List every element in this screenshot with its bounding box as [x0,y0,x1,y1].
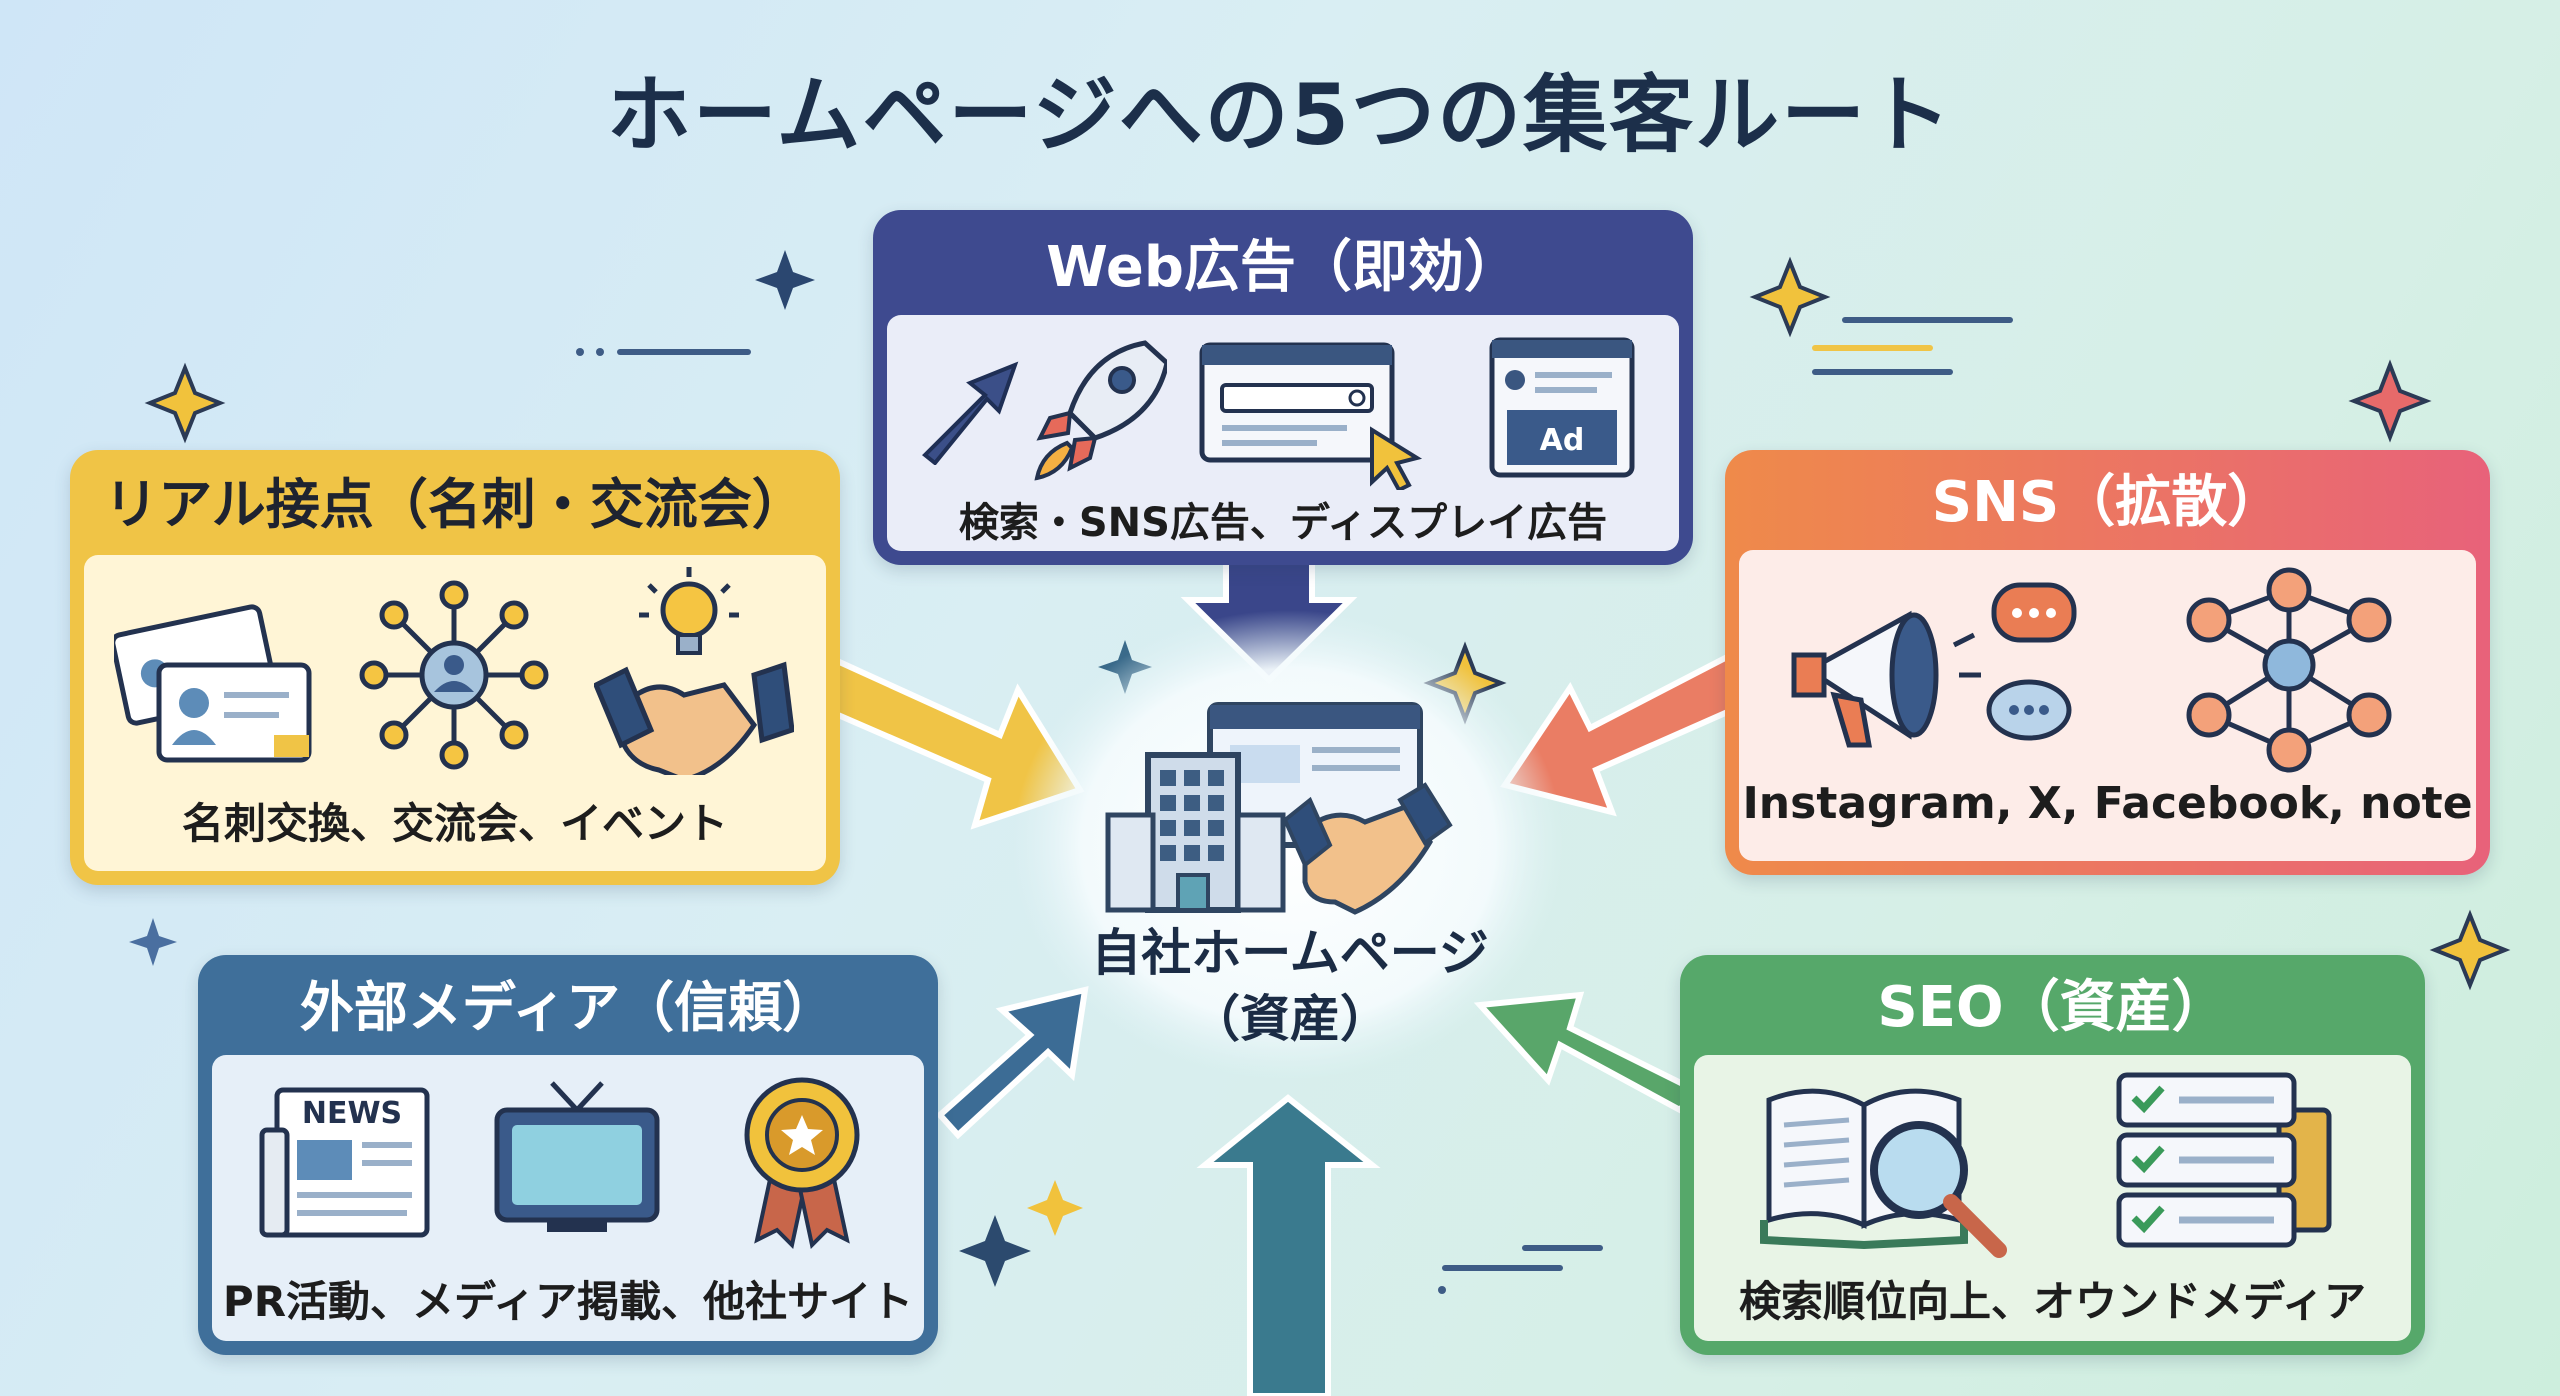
route-caption: 検索・SNS広告、ディスプレイ広告 [958,500,1608,546]
tv-icon [494,1081,660,1232]
route-body: 名刺交換、交流会、イベント [84,555,826,871]
route-body: Instagram, X, Facebook, note [1739,550,2476,861]
route-card-real: リアル接点（名刺・交流会） [70,450,840,885]
business-card-icon [114,604,312,763]
handshake-idea-icon [594,567,794,775]
arrow-seo [1473,991,1700,1114]
route-body: NEWS PR活動、メディア掲載、他社サイト [212,1055,924,1341]
arrow-bottom [1196,1094,1381,1396]
route-card-web-ads: Web広告（即効） Ad 検 [873,210,1693,565]
route-caption: Instagram, X, Facebook, note [1742,778,2473,829]
ad-window-icon: Ad [1489,337,1635,478]
megaphone-icon [1791,582,2077,748]
arrow-media [935,986,1089,1140]
rocket-icon [1034,340,1167,481]
route-caption: 名刺交換、交流会、イベント [181,799,728,848]
route-title: Web広告（即効） [1046,235,1520,300]
social-network-icon [2186,567,2392,773]
route-card-seo: SEO（資産） 検索順位向上、オウンドメディア [1680,955,2425,1355]
book-magnifier-icon [1760,1088,2007,1258]
route-title: SNS（拡散） [1931,470,2284,535]
center-homepage: 自社ホームページ （資産） [1030,920,1550,1052]
center-label: 自社ホームページ [1091,924,1489,982]
network-icon [359,580,549,770]
route-card-media: 外部メディア（信頼） NEWS PR活動、メディア掲載、他社サイト [198,955,938,1355]
ad-text: Ad [1540,423,1585,458]
newspaper-icon: NEWS [259,1087,430,1238]
route-caption: 検索順位向上、オウンドメディア [1738,1277,2367,1326]
search-bar-icon [1199,342,1423,490]
news-text: NEWS [302,1096,402,1131]
center-sublabel: （資産） [1190,990,1390,1048]
route-caption: PR活動、メディア掲載、他社サイト [222,1277,914,1326]
arrow-up-icon [922,361,1019,465]
route-body: Ad 検索・SNS広告、ディスプレイ広告 [887,315,1679,551]
page-title: ホームページへの5つの集客ルート [606,66,1954,164]
homepage-building-icon [1105,702,1453,915]
sparkle-pink-icon [2348,359,2432,443]
sparkle-dark-icon [959,1215,1031,1287]
route-title: リアル接点（名刺・交流会） [104,473,806,536]
motion-lines [617,317,2013,1271]
route-card-sns: SNS（拡散） Instagram, X, [1725,450,2490,875]
route-body: 検索順位向上、オウンドメディア [1694,1055,2411,1341]
checklist-icon [2116,1072,2332,1248]
award-medal-icon [744,1077,860,1250]
route-title: SEO（資産） [1877,975,2228,1040]
route-title: 外部メディア（信頼） [299,976,837,1039]
